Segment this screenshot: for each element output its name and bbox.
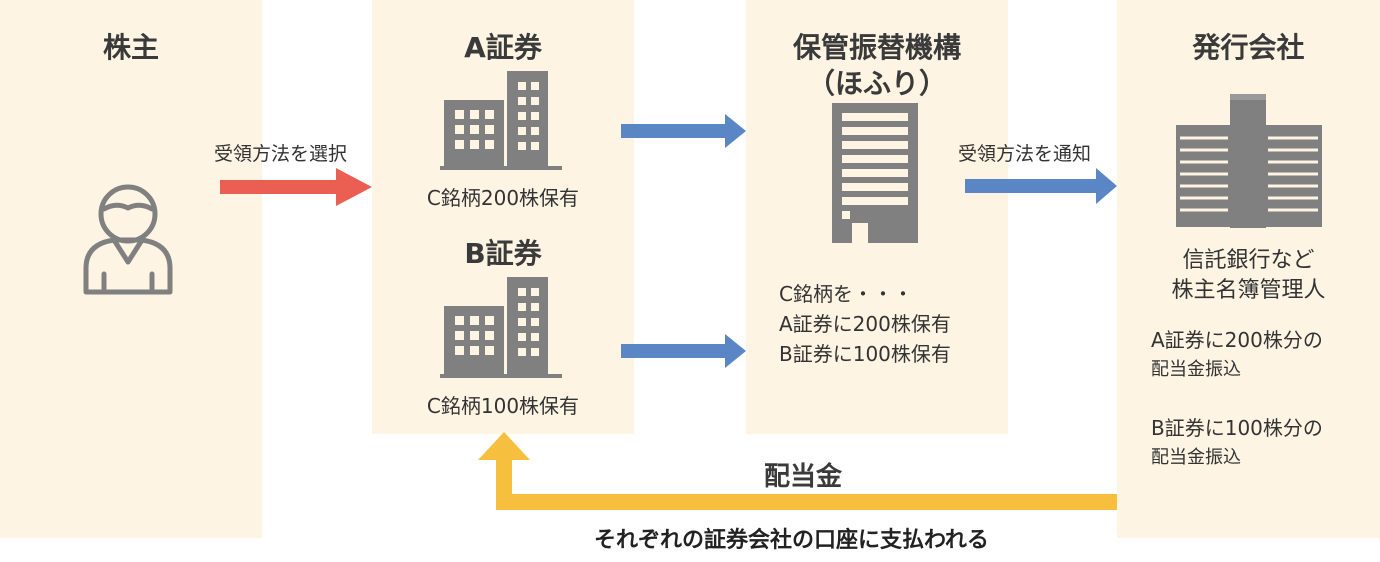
notify-method-label: 受領方法を通知: [958, 143, 1092, 165]
corporate-building-icon: [1176, 94, 1322, 228]
dividend-note: それぞれの証券会社の口座に支払われる: [594, 528, 989, 553]
dividend-label: 配当金: [764, 462, 843, 492]
issuer-transfer-a: A証券に200株分の: [1151, 328, 1323, 352]
tall-building-icon: [832, 103, 918, 243]
shareholder-title: 株主: [102, 31, 159, 64]
issuer-transfer-b: B証券に100株分の: [1151, 416, 1323, 440]
select-method-label: 受領方法を選択: [214, 143, 348, 165]
issuer-transfer-b: 配当金振込: [1151, 447, 1241, 468]
issuer-subtitle-line: 株主名簿管理人: [1171, 278, 1326, 303]
office-building-icon: [440, 277, 562, 378]
hofuri-title: 保管振替機構: [792, 31, 961, 64]
dividend-arrow: [478, 432, 1117, 510]
office-building-icon: [440, 71, 562, 170]
broker-b-holding: C銘柄100株保有: [426, 394, 580, 418]
broker-a-title: A証券: [464, 31, 542, 64]
broker-b-title: B証券: [464, 237, 542, 270]
hofuri-detail-line: B証券に100株保有: [779, 342, 951, 366]
hofuri-detail-line: C銘柄を・・・: [779, 282, 913, 306]
broker-a-to-hofuri-arrow: [621, 114, 746, 148]
person-icon: [83, 184, 173, 295]
shareholder-panel: [0, 0, 262, 538]
broker-b-to-hofuri-arrow: [621, 334, 746, 368]
broker-a-holding: C銘柄200株保有: [426, 186, 580, 210]
issuer-title: 発行会社: [1192, 31, 1305, 64]
hofuri-subtitle: （ほふり）: [806, 67, 947, 100]
select-method-arrow: [220, 168, 372, 206]
hofuri-detail-line: A証券に200株保有: [779, 312, 951, 336]
notify-method-arrow: [965, 168, 1117, 204]
issuer-subtitle-line: 信託銀行など: [1182, 248, 1315, 273]
issuer-panel: [1117, 0, 1380, 538]
issuer-transfer-a: 配当金振込: [1151, 359, 1241, 380]
